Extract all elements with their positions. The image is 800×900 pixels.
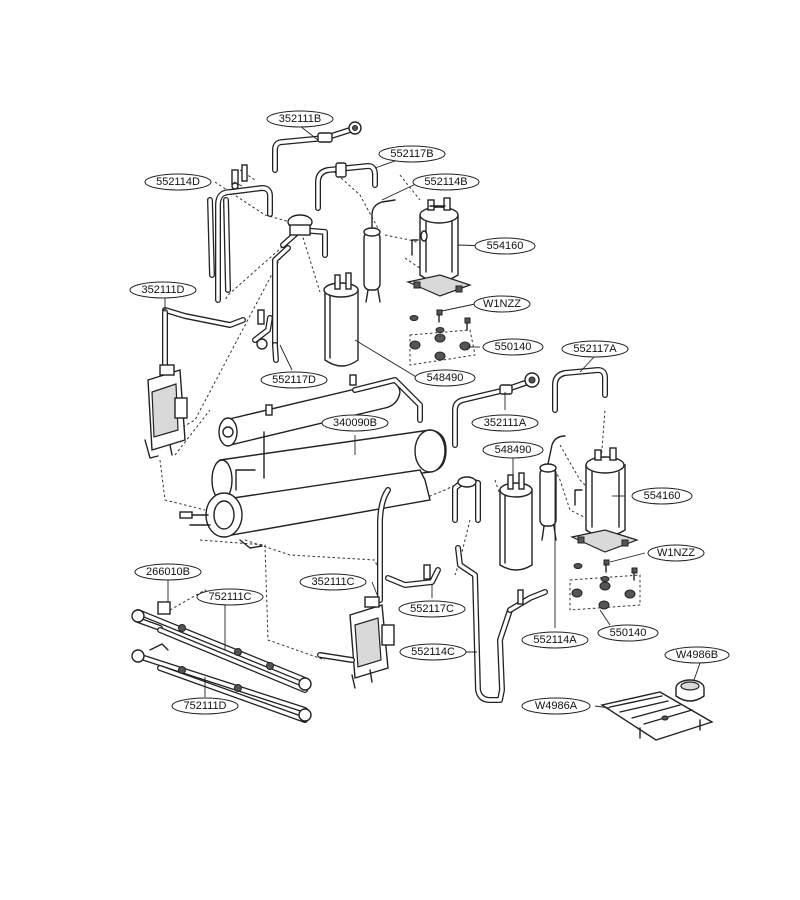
label-text: 548490 — [427, 372, 464, 384]
label-text: 266010B — [146, 566, 190, 578]
label-552117b[interactable]: 552117B — [378, 145, 446, 163]
label-text: 552114B — [424, 176, 467, 188]
label-w4986a[interactable]: W4986A — [521, 697, 591, 715]
label-text: 552117D — [272, 374, 316, 386]
header-pipe-752111d — [131, 643, 312, 723]
rubber-mounts-upper — [409, 333, 471, 361]
label-text: 550140 — [610, 627, 647, 639]
label-text: 352111B — [279, 113, 321, 125]
label-text: W4986B — [676, 649, 718, 661]
label-352111a[interactable]: 352111A — [471, 414, 539, 432]
heat-exchanger-middle — [211, 429, 447, 501]
pipe-552114c — [455, 545, 548, 703]
label-552114a[interactable]: 552114A — [521, 631, 589, 649]
compressor-upper — [406, 197, 472, 297]
label-text: 552117A — [573, 343, 617, 355]
heat-exchanger-lower — [179, 469, 431, 549]
part-labels: 352111B 552117B 552114D 552114B 554160 3… — [129, 110, 730, 715]
pipe-352111d — [162, 307, 246, 378]
label-752111d[interactable]: 752111D — [171, 697, 239, 715]
label-text: W4986A — [535, 700, 578, 712]
compressor-right — [570, 447, 639, 553]
pipe-552117a — [552, 367, 608, 413]
header-pipe-752111c — [131, 601, 312, 693]
pipe-552117d — [272, 342, 279, 363]
pipe-352111b — [272, 121, 362, 173]
label-352111d[interactable]: 352111D — [129, 281, 197, 299]
valve-cluster-top — [252, 214, 328, 350]
pipe-552117b — [315, 162, 378, 211]
label-text: 548490 — [495, 444, 532, 456]
label-text: 752111D — [183, 700, 226, 712]
label-554160-top[interactable]: 554160 — [474, 237, 536, 255]
label-550140-top[interactable]: 550140 — [482, 338, 544, 356]
label-text: 550140 — [495, 341, 532, 353]
pipe-352111c — [377, 487, 391, 603]
panel-w4986a — [600, 691, 714, 741]
receiver-tank-lower — [499, 472, 533, 571]
label-text: W1NZZ — [483, 298, 521, 310]
label-352111b[interactable]: 352111B — [266, 110, 334, 128]
cap-w4986b — [675, 679, 705, 702]
label-552114d[interactable]: 552114D — [144, 173, 212, 191]
label-text: 552114C — [411, 646, 455, 658]
label-text: 554160 — [487, 240, 524, 252]
receiver-tank-upper — [323, 272, 359, 367]
label-550140-right[interactable]: 550140 — [597, 624, 659, 642]
label-text: 352111A — [484, 417, 527, 429]
bolts-right — [573, 559, 638, 582]
label-text: 752111C — [208, 591, 251, 603]
label-text: 552117C — [410, 603, 454, 615]
valve-cluster-middle — [452, 476, 481, 523]
label-340090b[interactable]: 340090B — [321, 414, 389, 432]
heat-exchanger-upper — [218, 374, 423, 447]
assembly-dashed-lines — [159, 167, 641, 661]
valve-block-lower — [317, 596, 395, 689]
label-352111c[interactable]: 352111C — [299, 573, 367, 591]
label-552114b[interactable]: 552114B — [412, 173, 480, 191]
label-548490-mid[interactable]: 548490 — [482, 441, 544, 459]
accumulator-middle — [539, 435, 566, 541]
label-552117c[interactable]: 552117C — [398, 600, 466, 618]
label-w1nzz-top[interactable]: W1NZZ — [473, 295, 531, 313]
pipe-552114d — [207, 164, 273, 303]
pipe-552117c — [385, 564, 441, 588]
label-text: 352111C — [311, 576, 354, 588]
label-552114c[interactable]: 552114C — [399, 643, 467, 661]
label-w4986b[interactable]: W4986B — [664, 646, 730, 664]
label-text: 554160 — [644, 490, 681, 502]
label-text: 552114A — [533, 634, 577, 646]
label-text: 552117B — [390, 148, 433, 160]
rubber-mounts-right — [571, 581, 636, 610]
label-266010b[interactable]: 266010B — [134, 563, 202, 581]
label-text: 352111D — [141, 284, 184, 296]
pipe-352111a — [452, 372, 540, 448]
label-548490-top[interactable]: 548490 — [414, 369, 476, 387]
label-752111c[interactable]: 752111C — [196, 588, 264, 606]
label-552117d[interactable]: 552117D — [260, 371, 328, 389]
label-552117a[interactable]: 552117A — [561, 340, 629, 358]
label-text: 552114D — [156, 176, 200, 188]
bolts-upper — [409, 309, 471, 333]
valve-block-left — [144, 364, 188, 459]
label-text: W1NZZ — [657, 547, 695, 559]
label-w1nzz-right[interactable]: W1NZZ — [647, 544, 705, 562]
label-text: 340090B — [333, 417, 377, 429]
label-554160-right[interactable]: 554160 — [631, 487, 693, 505]
accumulator-small — [363, 199, 396, 303]
leader-lines — [164, 125, 701, 709]
